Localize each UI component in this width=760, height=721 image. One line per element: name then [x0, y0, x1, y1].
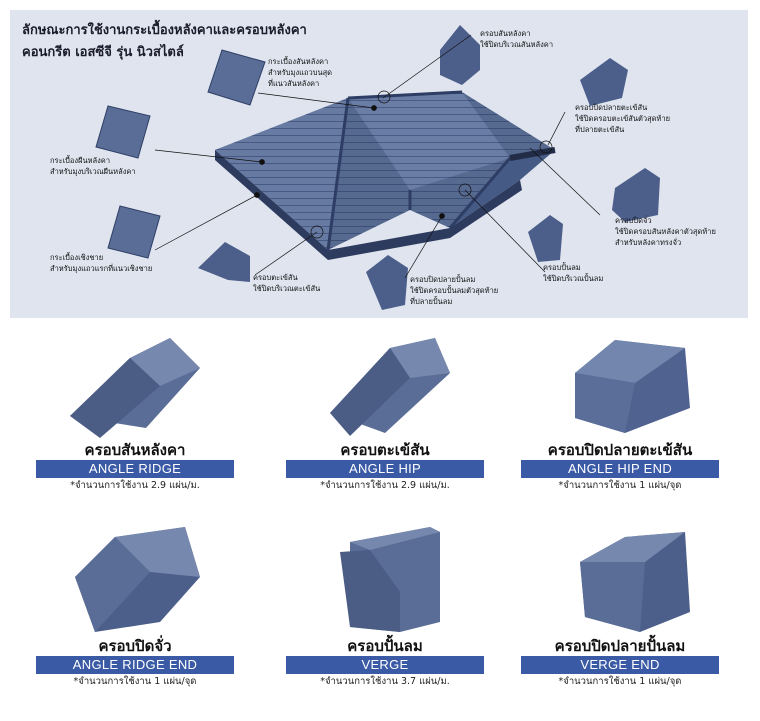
callout-ridge-end: ครอบปิดจั่ว ใช้ปิดครอบสันหลังคาตัวสุดท้า… [615, 215, 716, 248]
callout-verge-end: ครอบปิดปลายปั้นลม ใช้ปิดครอบปั้นลมตัวสุด… [410, 274, 498, 307]
loose-tiles [95, 25, 660, 310]
roof-diagram-panel: ลักษณะการใช้งานกระเบื้องหลังคาและครอบหลั… [10, 10, 748, 318]
product-angle-hip: ครอบตะเข้สัน ANGLE HIP *จำนวนการใช้งาน 2… [280, 328, 490, 494]
callout-text: ใช้ปิดครอบตะเข้สันตัวสุดท้าย [575, 114, 671, 123]
callout-text: กระเบื้องผืนหลังคา [50, 156, 111, 165]
callout-text: ครอบสันหลังคา [480, 29, 531, 38]
product-name-en: VERGE END [521, 656, 719, 674]
verge-image [340, 527, 440, 632]
callout-text: ครอบปิดจั่ว [615, 216, 652, 225]
product-name-th: ครอบปิดจั่ว [98, 637, 172, 655]
product-verge: ครอบปั้นลม VERGE *จำนวนการใช้งาน 3.7 แผ่… [280, 522, 490, 690]
product-verge-end: ครอบปิดปลายปั้นลม VERGE END *จำนวนการใช้… [515, 522, 725, 690]
title-line-1: ลักษณะการใช้งานกระเบื้องหลังคาและครอบหลั… [22, 23, 307, 38]
title-line-2: คอนกรีต เอสซีจี รุ่น นิวสไตล์ [22, 45, 184, 60]
angle-ridge-image [70, 338, 200, 438]
callout-text: กระเบื้องเชิงชาย [50, 253, 104, 262]
product-angle-ridge: ครอบสันหลังคา ANGLE RIDGE *จำนวนการใช้งา… [30, 328, 240, 494]
callout-text: กระเบื้องสันหลังคา [268, 57, 329, 66]
callout-text: ครอบปิดปลายปั้นลม [410, 275, 476, 284]
callout-text: ใช้ปิดบริเวณปั้นลม [543, 274, 604, 283]
product-usage: *จำนวนการใช้งาน 1 แผ่น/จุด [558, 676, 682, 687]
product-name-th: ครอบปิดปลายปั้นลม [554, 637, 686, 655]
angle-hip-end-image [575, 340, 690, 433]
callout-leaders [154, 34, 601, 279]
product-usage: *จำนวนการใช้งาน 2.9 แผ่น/ม. [70, 480, 200, 491]
callout-text: สำหรับมุงบริเวณผืนหลังคา [50, 167, 136, 176]
callout-text: ใช้ปิดบริเวณสันหลังคา [480, 40, 554, 49]
roof-diagram [95, 25, 660, 310]
product-usage: *จำนวนการใช้งาน 1 แผ่น/จุด [558, 480, 682, 491]
callout-text: ครอบปิดปลายตะเข้สัน [575, 103, 648, 112]
callout-text: ที่แนวสันหลังคา [268, 79, 320, 88]
product-name-th: ครอบปิดปลายตะเข้สัน [547, 441, 693, 459]
callout-text: ที่ปลายตะเข้สัน [575, 125, 625, 134]
callout-verge: ครอบปั้นลม ใช้ปิดบริเวณปั้นลม [543, 262, 603, 284]
product-name-en: ANGLE HIP [286, 460, 484, 478]
callout-angle-ridge: ครอบสันหลังคา ใช้ปิดบริเวณสันหลังคา [480, 28, 553, 50]
callout-ridge-tile: กระเบื้องสันหลังคา สำหรับมุงแถวบนสุด ที่… [268, 56, 332, 89]
angle-hip-image [330, 338, 450, 436]
callout-text: ใช้ปิดบริเวณตะเข้สัน [253, 284, 321, 293]
callout-text: สำหรับมุงแถวบนสุด [268, 68, 333, 77]
angle-ridge-end-image [75, 527, 200, 632]
callout-text: สำหรับมุงแถวแรกที่แนวเชิงชาย [50, 264, 153, 273]
diagram-title: ลักษณะการใช้งานกระเบื้องหลังคาและครอบหลั… [22, 20, 307, 64]
product-usage: *จำนวนการใช้งาน 3.7 แผ่น/ม. [320, 676, 450, 687]
roof-model [215, 90, 556, 260]
product-name-th: ครอบสันหลังคา [84, 441, 186, 459]
callout-text: ครอบปั้นลม [543, 263, 581, 272]
product-name-en: ANGLE RIDGE END [36, 656, 234, 674]
product-name-th: ครอบตะเข้สัน [340, 441, 430, 459]
product-angle-ridge-end: ครอบปิดจั่ว ANGLE RIDGE END *จำนวนการใช้… [30, 522, 240, 690]
product-name-en: ANGLE HIP END [521, 460, 719, 478]
callout-field-tile: กระเบื้องผืนหลังคา สำหรับมุงบริเวณผืนหลั… [50, 155, 136, 177]
callout-hip: ครอบตะเข้สัน ใช้ปิดบริเวณตะเข้สัน [253, 272, 320, 294]
callout-text: ใช้ปิดครอบสันหลังคาตัวสุดท้าย [615, 227, 716, 236]
product-name-en: VERGE [286, 656, 484, 674]
callout-eave-tile: กระเบื้องเชิงชาย สำหรับมุงแถวแรกที่แนวเช… [50, 252, 152, 274]
callout-text: ใช้ปิดครอบปั้นลมตัวสุดท้าย [410, 286, 499, 295]
callout-text: ครอบตะเข้สัน [253, 273, 298, 282]
product-name-th: ครอบปั้นลม [347, 637, 423, 655]
product-usage: *จำนวนการใช้งาน 2.9 แผ่น/ม. [320, 480, 450, 491]
callout-text: สำหรับหลังคาทรงจั่ว [615, 238, 682, 247]
callout-hip-end: ครอบปิดปลายตะเข้สัน ใช้ปิดครอบตะเข้สันตั… [575, 102, 670, 135]
callout-text: ที่ปลายปั้นลม [410, 297, 453, 306]
product-usage: *จำนวนการใช้งาน 1 แผ่น/จุด [73, 676, 197, 687]
product-angle-hip-end: ครอบปิดปลายตะเข้สัน ANGLE HIP END *จำนวน… [515, 328, 725, 494]
product-name-en: ANGLE RIDGE [36, 460, 234, 478]
verge-end-image [580, 532, 690, 632]
